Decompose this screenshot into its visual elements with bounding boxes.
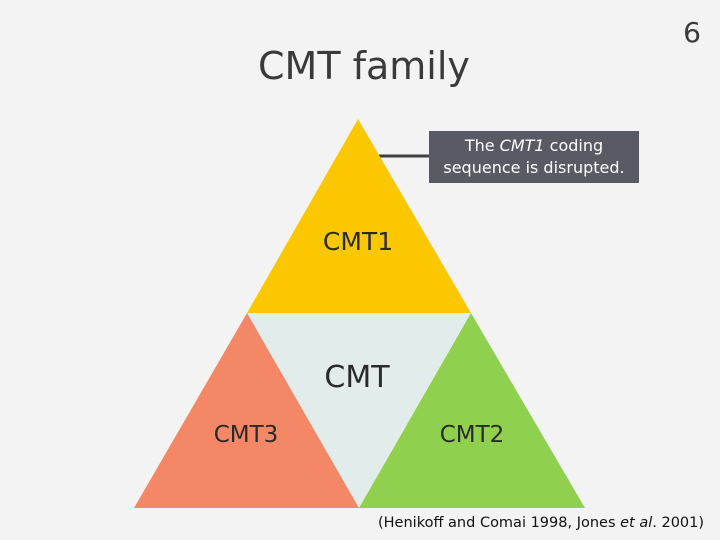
callout-prefix: The [464,136,500,155]
segment-cmt3 [134,313,359,508]
label-cmt: CMT [324,360,390,395]
callout-gene: CMT1 [499,136,545,155]
citation-text-2: . 2001) [652,515,705,531]
callout-suffix: coding [544,136,604,155]
callout-line-1: The CMT1 coding [429,135,639,157]
citation: (Henikoff and Comai 1998, Jones et al. 2… [378,515,714,531]
slide-title: CMT family [258,44,470,88]
segment-cmt1 [247,119,471,313]
callout-line-2: sequence is disrupted. [443,158,625,177]
label-cmt3: CMT3 [214,422,279,448]
citation-et-al: et al [620,515,653,531]
slide-number: 6 [683,16,701,49]
callout-box: The CMT1 coding sequence is disrupted. [429,131,639,183]
label-cmt2: CMT2 [440,422,505,448]
segment-cmt [247,313,471,508]
segment-cmt2 [359,313,585,508]
citation-text-1: (Henikoff and Comai 1998, Jones [378,515,621,531]
label-cmt1: CMT1 [323,227,393,256]
